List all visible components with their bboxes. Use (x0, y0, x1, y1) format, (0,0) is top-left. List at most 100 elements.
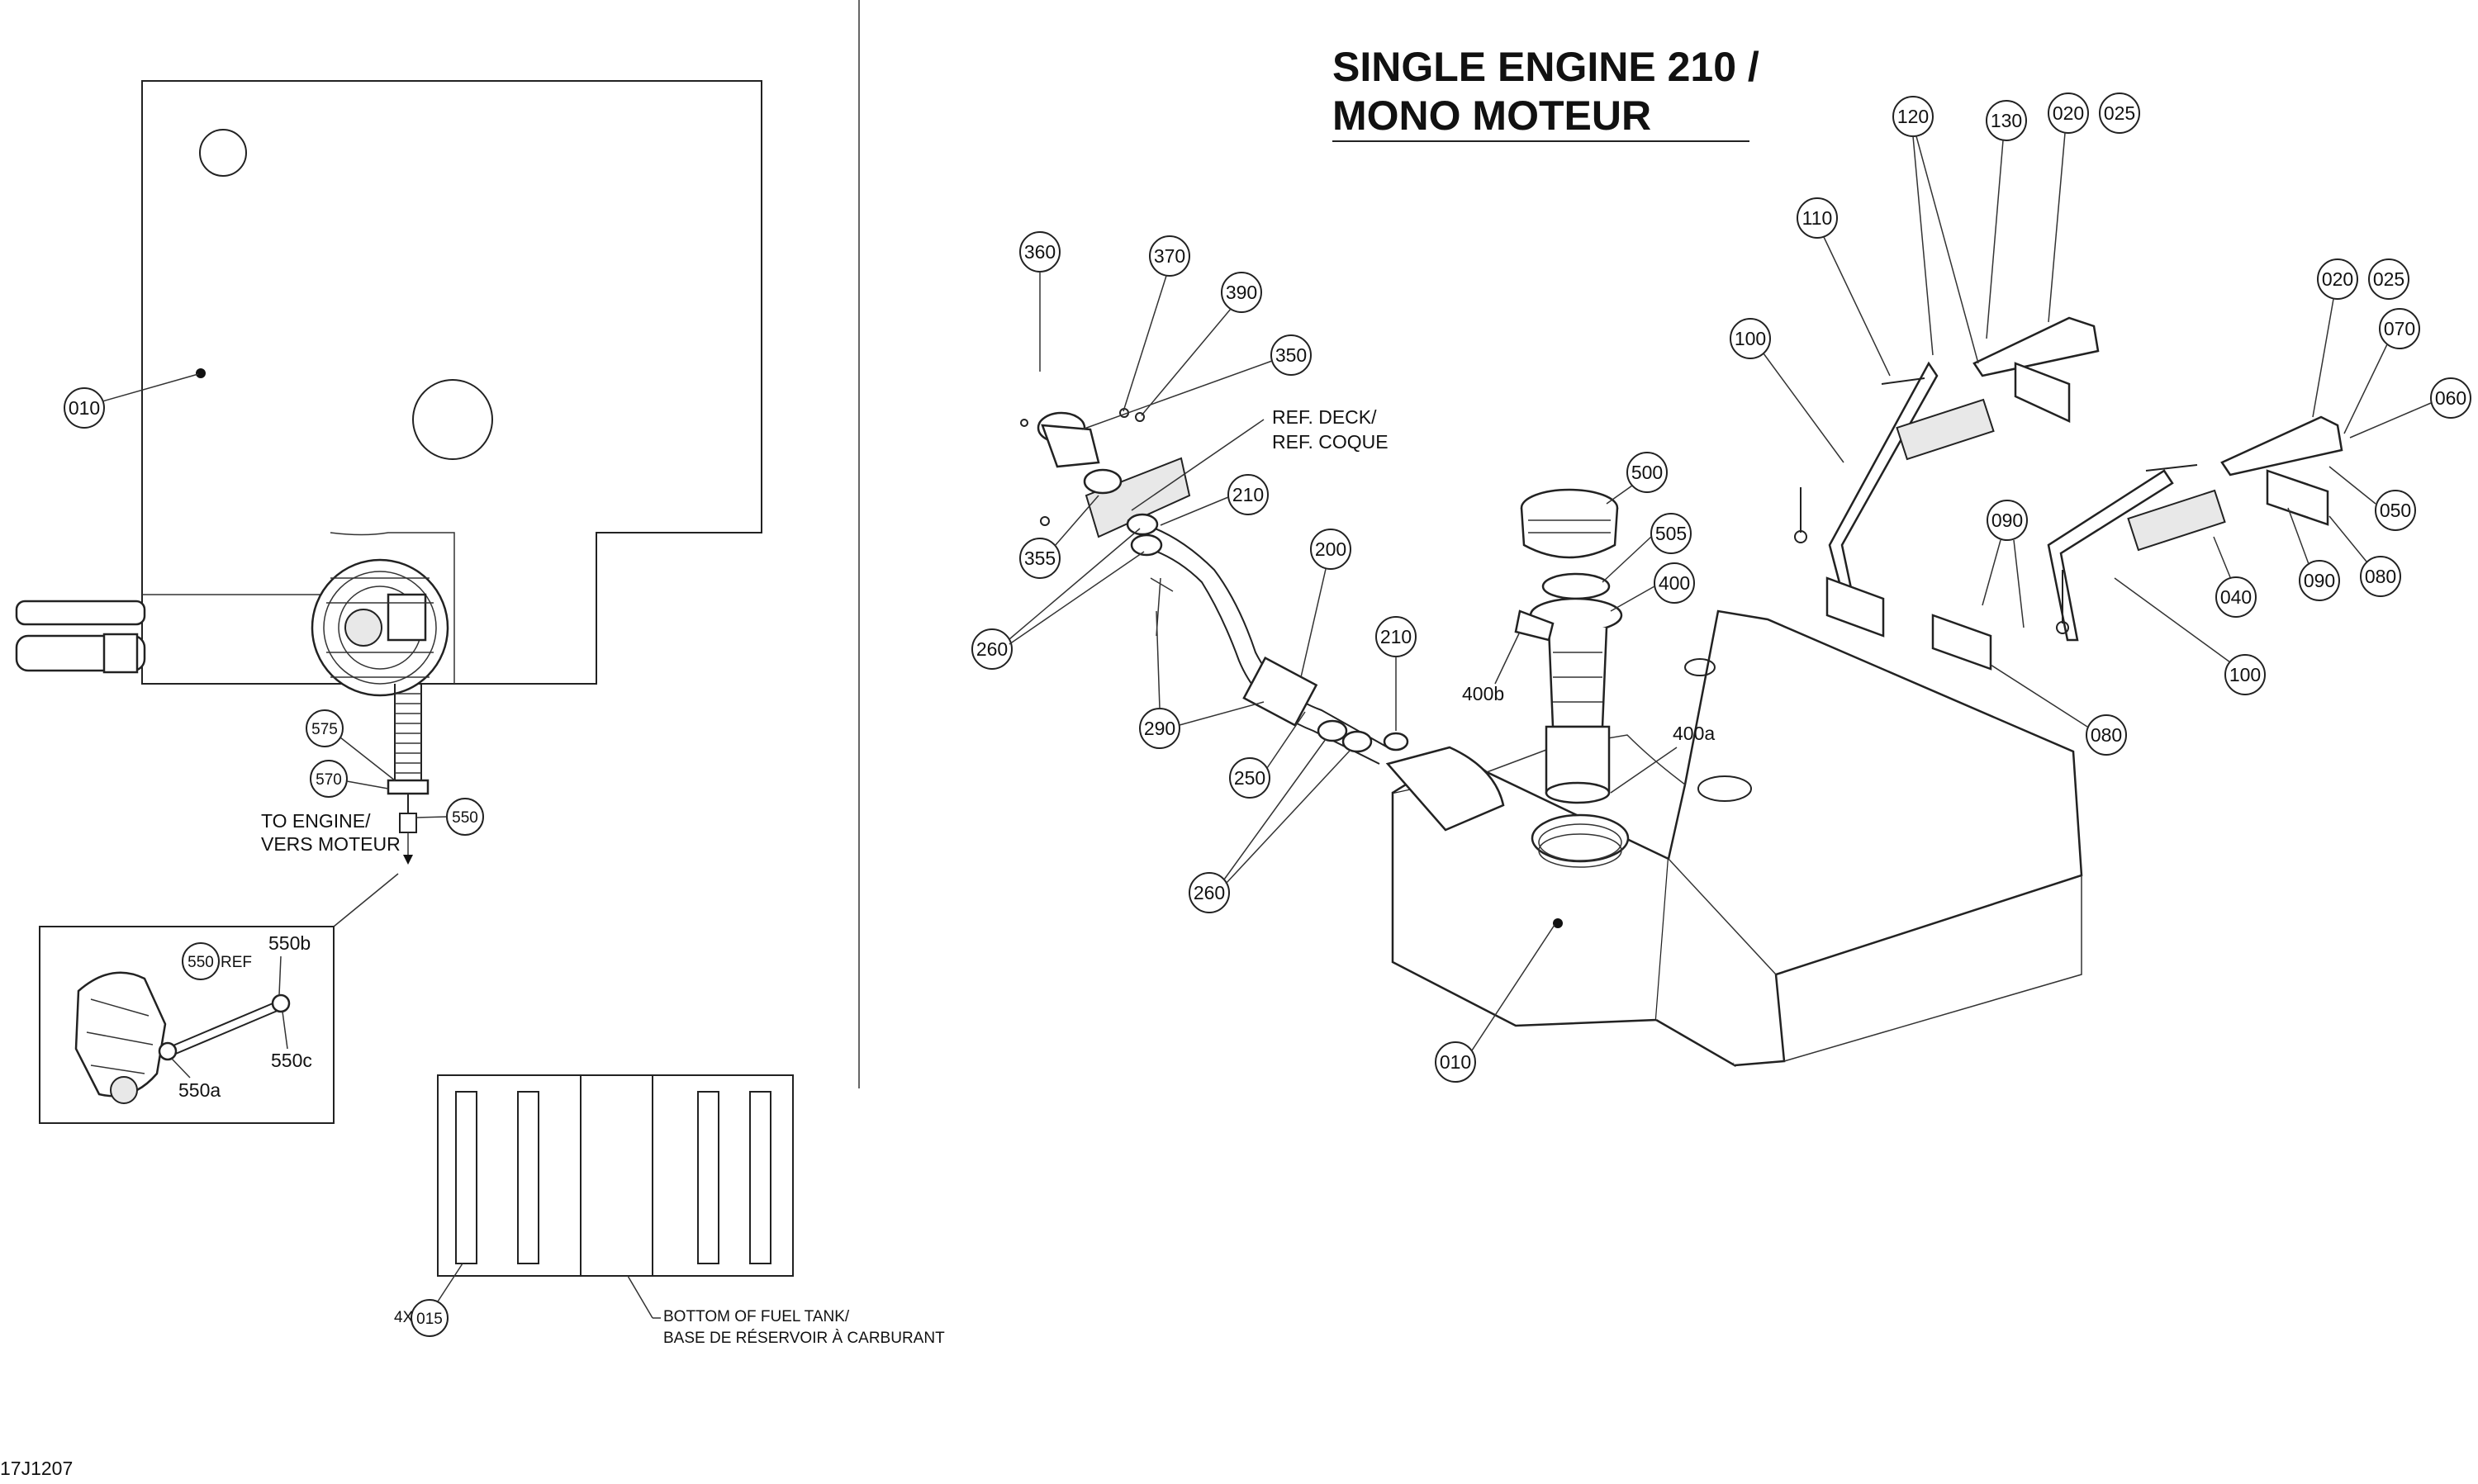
label-400a: 400a (1673, 723, 1715, 744)
callout-080-right: 080 (2328, 515, 2401, 597)
callout-575: 575 (306, 709, 396, 781)
callout-505: 505 (1602, 513, 1692, 583)
svg-text:260: 260 (976, 638, 1008, 660)
svg-text:210: 210 (1232, 484, 1264, 505)
fuel-tank-iso (1385, 609, 2083, 1068)
note-to-engine-2: VERS MOTEUR (261, 833, 401, 855)
callout-100-top: 100 (1730, 318, 1844, 463)
svg-text:505: 505 (1655, 523, 1687, 544)
tank-bottom-view (437, 1074, 794, 1277)
callout-500: 500 (1606, 452, 1668, 505)
callout-370: 370 (1123, 235, 1190, 412)
callout-550: 550 (415, 798, 484, 836)
note-ref-deck-2: REF. COQUE (1272, 431, 1389, 453)
label-550b: 550b (268, 932, 311, 954)
callout-050: 050 (2328, 466, 2416, 531)
diagram-title-line2: MONO MOTEUR (1332, 92, 1651, 139)
note-bottom-tank-1: BOTTOM OF FUEL TANK/ (663, 1308, 850, 1325)
callout-040: 040 (2213, 536, 2257, 618)
callout-020-right: 020 (2312, 258, 2358, 418)
callout-010-left: 010 (64, 373, 199, 429)
svg-text:080: 080 (2365, 566, 2396, 587)
svg-text:120: 120 (1897, 106, 1929, 127)
note-to-engine-1: TO ENGINE/ (261, 810, 371, 832)
fuel-pump-module (1514, 488, 1623, 804)
svg-text:290: 290 (1144, 718, 1175, 739)
svg-text:355: 355 (1024, 548, 1056, 569)
diagram-title-line1: SINGLE ENGINE 210 / (1332, 44, 1759, 90)
callout-015: 4X 015 (394, 1263, 463, 1337)
callout-130: 130 (1986, 100, 2027, 339)
detail-box-550 (39, 873, 399, 1124)
strap-bracket-upper (1794, 316, 2100, 638)
svg-text:370: 370 (1154, 245, 1185, 267)
svg-text:110: 110 (1802, 207, 1833, 229)
callout-260-left: 260 (971, 528, 1145, 670)
svg-text:260: 260 (1194, 882, 1225, 903)
callout-570: 570 (310, 760, 389, 798)
svg-text:050: 050 (2380, 500, 2411, 521)
tank-top-view (15, 80, 762, 865)
svg-text:040: 040 (2220, 586, 2252, 608)
svg-text:400: 400 (1659, 572, 1690, 594)
svg-text:390: 390 (1226, 282, 1257, 303)
callout-100-bottom: 100 (2114, 577, 2266, 695)
callout-070: 070 (2343, 308, 2420, 434)
svg-text:025: 025 (2373, 268, 2404, 290)
callout-025-top: 025 (2099, 92, 2140, 134)
strap-bracket-lower (1931, 415, 2343, 671)
callout-120: 120 (1892, 96, 1979, 364)
callout-290: 290 (1139, 610, 1265, 749)
note-bottom-tank-2: BASE DE RÉSERVOIR À CARBURANT (663, 1330, 945, 1347)
callout-080-bottom: 080 (1990, 664, 2127, 756)
callout-210-top: 210 (1160, 474, 1269, 526)
svg-text:010: 010 (1440, 1051, 1471, 1073)
svg-text:070: 070 (2384, 318, 2415, 339)
callout-020-top: 020 (2048, 92, 2089, 323)
callout-090-right: 090 (2287, 507, 2340, 601)
callout-550-ref: 550 REF (182, 942, 252, 980)
svg-text:550: 550 (452, 809, 478, 827)
svg-text:500: 500 (1631, 462, 1663, 483)
svg-text:350: 350 (1275, 344, 1307, 366)
callout-400: 400 (1610, 562, 1695, 612)
svg-text:360: 360 (1024, 241, 1056, 263)
svg-text:080: 080 (2091, 724, 2122, 746)
callout-260-bottom: 260 (1189, 738, 1351, 913)
filler-neck-assembly (1020, 408, 1409, 765)
svg-text:010: 010 (69, 397, 100, 419)
svg-text:060: 060 (2435, 387, 2466, 409)
svg-text:100: 100 (2229, 664, 2261, 685)
svg-text:REF: REF (221, 954, 252, 971)
callout-025-right: 025 (2368, 258, 2409, 300)
drawing-number: 17J1207 (0, 1458, 73, 1479)
callout-250: 250 (1229, 711, 1306, 799)
callout-360: 360 (1019, 231, 1061, 372)
callout-200: 200 (1300, 529, 1351, 678)
label-400b: 400b (1462, 683, 1504, 704)
callout-390: 390 (1141, 272, 1262, 416)
label-550a: 550a (178, 1079, 221, 1101)
note-ref-deck-1: REF. DECK/ (1272, 406, 1377, 428)
svg-text:015: 015 (416, 1311, 443, 1328)
svg-text:130: 130 (1991, 110, 2022, 131)
svg-text:4X: 4X (394, 1309, 414, 1326)
label-550c: 550c (271, 1050, 312, 1071)
svg-text:250: 250 (1234, 767, 1265, 789)
svg-text:090: 090 (1991, 510, 2023, 531)
callout-060: 060 (2349, 377, 2471, 439)
callout-110: 110 (1797, 197, 1891, 377)
pump-flange-top (311, 558, 449, 697)
svg-text:100: 100 (1735, 328, 1766, 349)
callout-355: 355 (1019, 495, 1099, 579)
svg-text:200: 200 (1315, 538, 1346, 560)
callout-090-middle: 090 (1982, 500, 2028, 628)
svg-text:020: 020 (2053, 102, 2084, 124)
svg-text:550: 550 (188, 954, 214, 971)
svg-text:210: 210 (1380, 626, 1412, 647)
svg-text:090: 090 (2304, 570, 2335, 591)
callout-350: 350 (1081, 334, 1312, 430)
callout-210-bottom: 210 (1375, 616, 1417, 731)
svg-text:575: 575 (311, 721, 338, 738)
